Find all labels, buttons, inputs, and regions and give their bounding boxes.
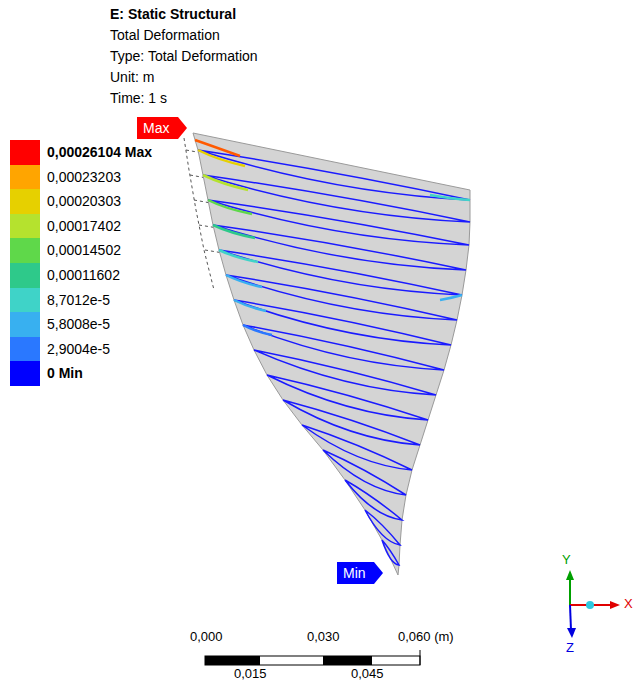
axis-label: Z [566,640,574,656]
legend-value: 0,00023203 [47,169,121,186]
plot-title: E: Static Structural [110,6,236,23]
legend-value: 0,00026104 Max [47,144,152,161]
legend-swatch [10,238,40,263]
scale-label: 0,060 (m) [398,629,454,645]
legend-swatch [10,263,40,288]
axis-label: X [624,596,633,612]
max-flag: Max [137,117,187,139]
legend-swatch [10,337,40,362]
axis-label: Y [562,552,571,568]
result-unit: Unit: m [110,69,154,86]
legend-swatch [10,189,40,214]
flag-text: Min [337,562,366,584]
scale-label: 0,015 [234,666,267,682]
legend-swatch [10,288,40,313]
legend-value: 2,9004e-5 [47,341,110,358]
legend-swatch [10,140,40,165]
result-time: Time: 1 s [110,90,167,107]
legend-swatch [10,361,40,386]
legend-value: 5,8008e-5 [47,316,110,333]
legend-value: 0,00011602 [47,267,120,284]
scale-label: 0,030 [307,629,340,645]
legend-value: 0,00017402 [47,218,121,235]
legend-value: 8,7012e-5 [47,292,110,309]
flag-text: Max [137,117,169,139]
scale-label: 0,000 [190,629,223,645]
result-name: Total Deformation [110,27,220,44]
min-flag: Min [337,562,383,584]
legend-value: 0,00020303 [47,193,121,210]
legend-swatch [10,165,40,190]
legend-value: 0,00014502 [47,242,121,259]
result-type: Type: Total Deformation [110,48,258,65]
scale-label: 0,045 [351,666,384,682]
legend-swatch [10,312,40,337]
legend-value: 0 Min [47,365,83,382]
legend-swatch [10,214,40,239]
